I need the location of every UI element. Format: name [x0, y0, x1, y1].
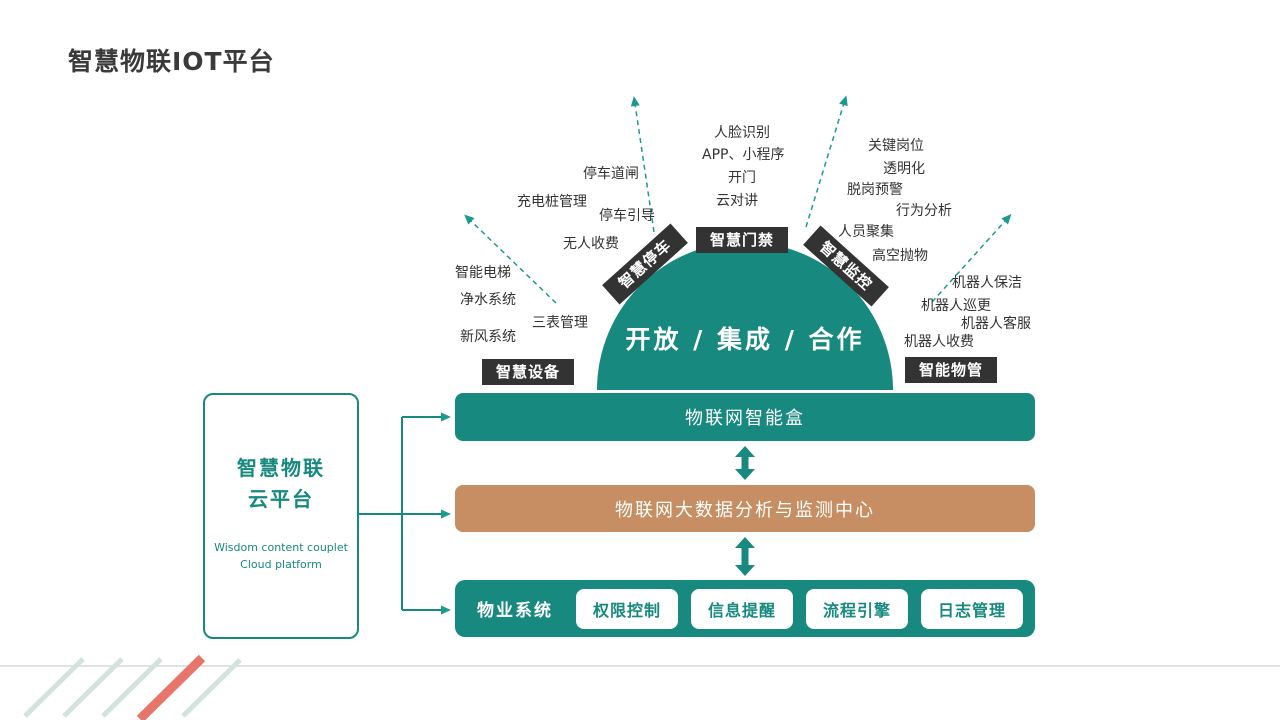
- module-log-management: 日志管理: [921, 588, 1023, 629]
- feature-label: 净水系统: [460, 292, 516, 308]
- feature-label: 停车道闸: [583, 166, 639, 182]
- feature-label: 充电桩管理: [517, 194, 587, 210]
- badge-smart-property: 智能物管: [905, 357, 997, 383]
- layer-property-system: 物业系统 权限控制 信息提醒 流程引擎 日志管理: [455, 580, 1035, 637]
- property-system-label: 物业系统: [477, 601, 553, 621]
- feature-label: 云对讲: [716, 193, 758, 209]
- double-arrow-bottom: [735, 537, 755, 576]
- module-workflow-engine: 流程引擎: [806, 588, 908, 629]
- feature-label: 开门: [728, 170, 756, 186]
- cloud-platform-box: 智慧物联 云平台 Wisdom content couplet Cloud pl…: [203, 393, 359, 639]
- feature-label: 停车引导: [599, 208, 655, 224]
- module-permission-control: 权限控制: [576, 588, 678, 629]
- cloud-title-line1: 智慧物联: [237, 456, 325, 480]
- double-arrow-top: [735, 446, 755, 480]
- module-info-reminder: 信息提醒: [691, 588, 793, 629]
- cloud-connector-lines: [358, 412, 451, 615]
- dashed-ray-upright: [805, 95, 848, 228]
- feature-label: 机器人保洁: [952, 275, 1022, 291]
- layer-iot-smart-box: 物联网智能盒: [455, 393, 1035, 441]
- dome-label: 开放 / 集成 / 合作: [625, 325, 865, 354]
- feature-label: 机器人收费: [904, 334, 974, 350]
- feature-label: 人员聚集: [838, 224, 894, 240]
- feature-label: 透明化: [883, 161, 925, 177]
- decor-stroke-group: [23, 654, 242, 720]
- feature-label: 新风系统: [460, 329, 516, 345]
- feature-label: 脱岗预警: [847, 182, 903, 198]
- feature-label: APP、小程序: [702, 147, 785, 163]
- feature-label: 关键岗位: [868, 138, 924, 154]
- feature-label: 机器人客服: [961, 316, 1031, 332]
- feature-label: 智能电梯: [455, 265, 511, 281]
- badge-smart-access: 智慧门禁: [696, 227, 788, 253]
- feature-label: 行为分析: [896, 203, 952, 219]
- feature-label: 无人收费: [563, 236, 619, 252]
- cloud-subtitle-line1: Wisdom content couplet: [214, 541, 348, 554]
- feature-label: 高空抛物: [872, 248, 928, 264]
- feature-label: 人脸识别: [714, 125, 770, 141]
- feature-label: 机器人巡更: [921, 298, 991, 314]
- layer-big-data-center: 物联网大数据分析与监测中心: [455, 485, 1035, 532]
- page-title: 智慧物联IOT平台: [68, 47, 275, 76]
- cloud-subtitle-line2: Cloud platform: [240, 558, 322, 571]
- cloud-title-line2: 云平台: [248, 487, 314, 511]
- badge-smart-device: 智慧设备: [482, 359, 574, 385]
- feature-label: 三表管理: [532, 315, 588, 331]
